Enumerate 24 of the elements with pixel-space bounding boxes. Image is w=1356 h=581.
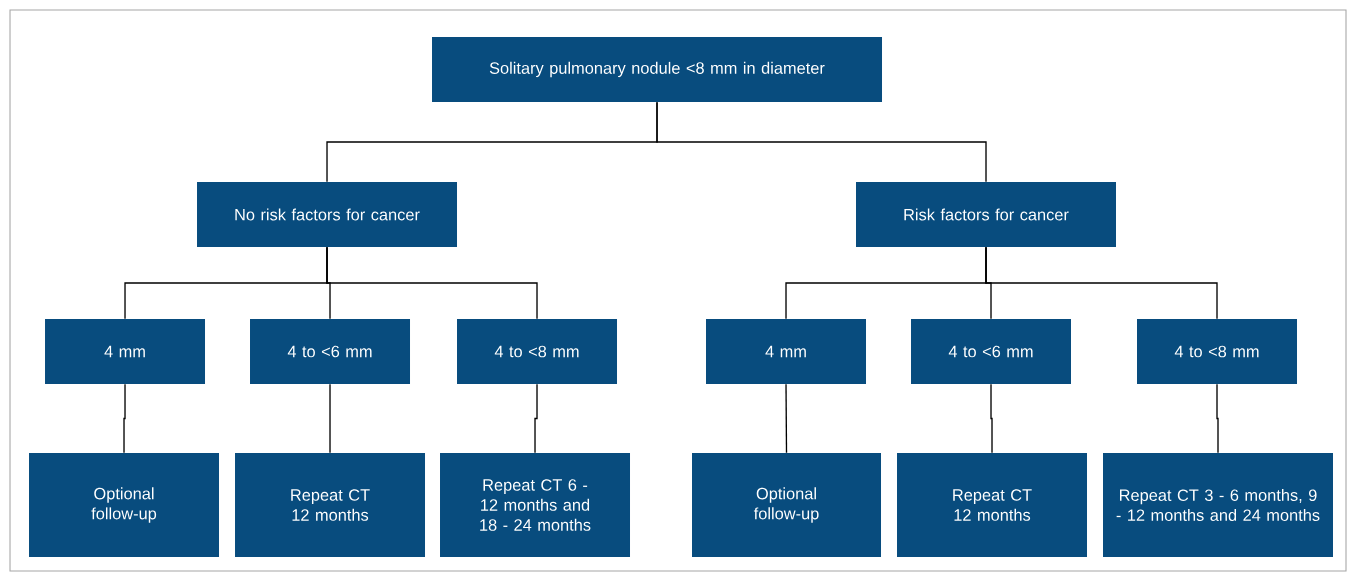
step-box: Risk factors for cancer <box>856 182 1116 247</box>
step-box: 4 to <6 mm <box>911 319 1071 384</box>
step-box: 4 to <8 mm <box>457 319 617 384</box>
step-box: 4 to <8 mm <box>1137 319 1297 384</box>
connector-line <box>990 383 993 454</box>
connector-line <box>329 383 331 454</box>
connector-line <box>656 101 987 183</box>
step-box: Repeat CT 6 - 12 months and 18 - 24 months <box>440 453 630 557</box>
connector-line <box>1216 383 1219 454</box>
step-box: 4 to <6 mm <box>250 319 410 384</box>
step-box: Solitary pulmonary nodule <8 mm in diameter <box>432 37 882 102</box>
step-box: 4 mm <box>45 319 205 384</box>
step-box: Optional follow-up <box>29 453 219 557</box>
connector-line <box>985 246 1218 320</box>
step-box: Repeat CT 12 months <box>897 453 1087 557</box>
connector-line <box>785 383 788 454</box>
connector-line <box>123 383 126 454</box>
step-box: Optional follow-up <box>692 453 881 557</box>
step-box: Repeat CT 12 months <box>235 453 425 557</box>
step-box: Repeat CT 3 - 6 months, 9 - 12 months and 24 months <box>1103 453 1333 557</box>
step-box: No risk factors for cancer <box>197 182 457 247</box>
step-box: 4 mm <box>706 319 866 384</box>
connector-line <box>534 383 538 454</box>
connector-line <box>326 246 538 320</box>
